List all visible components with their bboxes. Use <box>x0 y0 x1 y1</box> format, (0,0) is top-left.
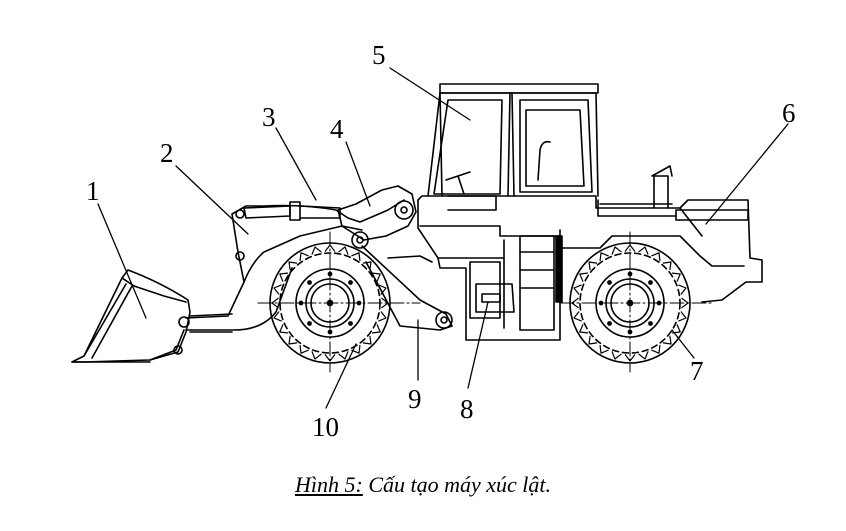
tire-tread <box>273 311 282 322</box>
tire-tread <box>324 354 336 362</box>
tire-tread <box>611 351 622 360</box>
tire-tread <box>611 246 622 255</box>
tire-tread <box>681 297 689 309</box>
tire-tread <box>371 324 381 334</box>
tire-tread <box>351 252 361 262</box>
label-1: 1 <box>86 176 100 206</box>
tire-tread <box>599 344 609 354</box>
tire-tread <box>638 351 649 360</box>
part-numbers: 1 2 3 4 5 6 7 8 9 10 <box>86 40 796 442</box>
bucket <box>71 269 191 363</box>
tire-tread <box>579 272 589 282</box>
tire-tread <box>651 252 661 262</box>
wheel-bolt <box>598 300 604 306</box>
tire-tread <box>599 252 609 262</box>
tire-tread <box>381 297 389 309</box>
tire-tread <box>338 246 349 255</box>
tire-tread <box>338 351 349 360</box>
wheel-bolt <box>307 280 312 285</box>
tire-tread <box>362 335 372 345</box>
wheel-bolt <box>627 329 633 335</box>
wheel-bolt <box>327 329 333 335</box>
tire-tread <box>571 297 579 309</box>
rear-wheel <box>569 242 691 364</box>
wheel-bolt <box>607 280 612 285</box>
tire-tread <box>573 311 582 322</box>
boom-arm <box>185 199 405 333</box>
tire-tread <box>279 272 289 282</box>
label-6: 6 <box>782 98 796 128</box>
tire-tread <box>324 244 336 252</box>
figure-caption: Hình 5: Cấu tạo máy xúc lật. <box>0 472 846 498</box>
wheel-bolt <box>307 321 312 326</box>
label-10: 10 <box>312 412 339 442</box>
tire-tread <box>651 344 661 354</box>
label-7: 7 <box>690 356 704 386</box>
tire-tread <box>678 311 687 322</box>
engine-hood <box>597 199 677 217</box>
tire-tread <box>362 261 372 271</box>
tire-tread <box>624 244 636 252</box>
tire-tread <box>273 284 282 295</box>
wheel-bolt <box>356 300 362 306</box>
tire-tread <box>671 272 681 282</box>
label-9: 9 <box>408 384 422 414</box>
figure-title: Cấu tạo máy xúc lật. <box>368 472 552 497</box>
wheel-bolt <box>298 300 304 306</box>
front-wheel <box>269 242 391 364</box>
label-2: 2 <box>160 138 174 168</box>
tire-tread <box>371 272 381 282</box>
wheel-bolt <box>656 300 662 306</box>
label-8: 8 <box>460 394 474 424</box>
wheel-bolt <box>348 321 353 326</box>
bell-crank <box>337 185 417 249</box>
tire-tread <box>671 324 681 334</box>
tire-tread <box>299 252 309 262</box>
wheel-bolt <box>648 280 653 285</box>
wheel-bolt <box>627 271 633 277</box>
label-4: 4 <box>330 114 344 144</box>
tire-tread <box>288 261 298 271</box>
label-5: 5 <box>372 40 386 70</box>
tire-tread <box>351 344 361 354</box>
tire-tread <box>579 324 589 334</box>
operator-cab <box>427 83 599 211</box>
leader-lines <box>97 67 789 409</box>
tire-tread <box>311 246 322 255</box>
tire-tread <box>311 351 322 360</box>
tire-tread <box>288 335 298 345</box>
tire-tread <box>271 297 279 309</box>
tire-tread <box>299 344 309 354</box>
tire-tread <box>378 311 387 322</box>
tire-tread <box>573 284 582 295</box>
lift-link <box>361 245 453 331</box>
wheel-bolt <box>348 280 353 285</box>
tire-tread <box>662 335 672 345</box>
label-3: 3 <box>262 102 276 132</box>
wheel-bolt <box>648 321 653 326</box>
tire-tread <box>588 335 598 345</box>
figure-number: Hình 5: <box>294 472 363 497</box>
tire-tread <box>678 284 687 295</box>
tire-tread <box>624 354 636 362</box>
wheel-bolt <box>327 271 333 277</box>
tire-tread <box>279 324 289 334</box>
tire-tread <box>378 284 387 295</box>
wheel-bolt <box>607 321 612 326</box>
chassis <box>417 195 763 341</box>
tire-tread <box>638 246 649 255</box>
tilt-cylinder <box>243 201 341 221</box>
exhaust-pipe <box>651 165 673 209</box>
tire-tread <box>588 261 598 271</box>
tire-tread <box>662 261 672 271</box>
